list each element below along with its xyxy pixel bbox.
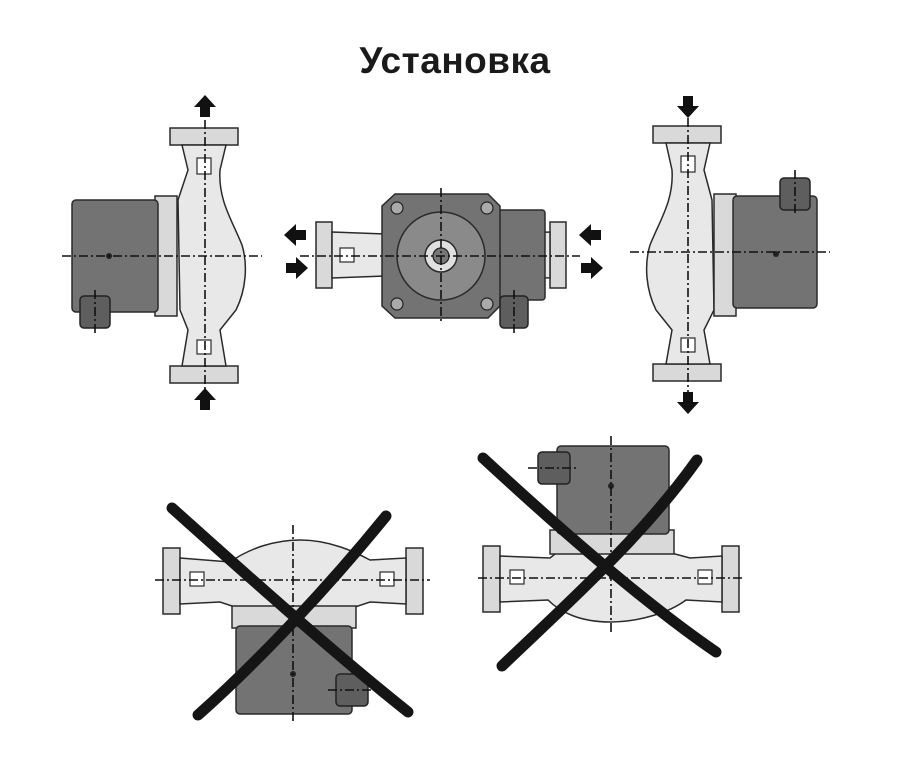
port-window [339,247,355,263]
port-window [379,571,395,587]
bottom-flange [652,363,722,382]
port-window [189,571,205,587]
right-flange [721,545,740,613]
pump-housing [645,142,715,365]
bottom-flange [169,365,239,384]
left-flange [482,545,501,613]
arrow-left-icon [579,224,601,246]
arrow-up-icon [194,95,216,117]
arrow-down-icon [677,392,699,414]
pump-vertical-flow-down [630,96,830,414]
bolt [390,297,404,311]
pump-forbidden-motor-above [477,436,745,672]
arrow-right-icon [581,257,603,279]
right-flange [405,547,424,615]
top-flange [169,127,239,146]
page-title: Установка [359,40,551,81]
bolt [480,297,494,311]
left-flange [315,221,333,289]
port-window [697,569,713,585]
pump-horizontal-flow [284,188,603,336]
arrow-right-icon [286,257,308,279]
left-flange [162,547,181,615]
right-flange [549,221,567,289]
arrow-down-icon [677,96,699,118]
bolt [390,201,404,215]
bolt [480,201,494,215]
port-window [509,569,525,585]
pump-forbidden-motor-below [155,502,430,722]
shaft-dot [608,483,614,489]
pump-vertical-flow-up [62,95,262,410]
motor-side [494,209,546,301]
port-window [196,157,212,175]
port-window [196,339,212,355]
top-flange [652,125,722,144]
arrow-left-icon [284,224,306,246]
cross-mark-icon [166,502,414,721]
cross-mark-icon [477,452,722,672]
arrow-up-icon [194,388,216,410]
